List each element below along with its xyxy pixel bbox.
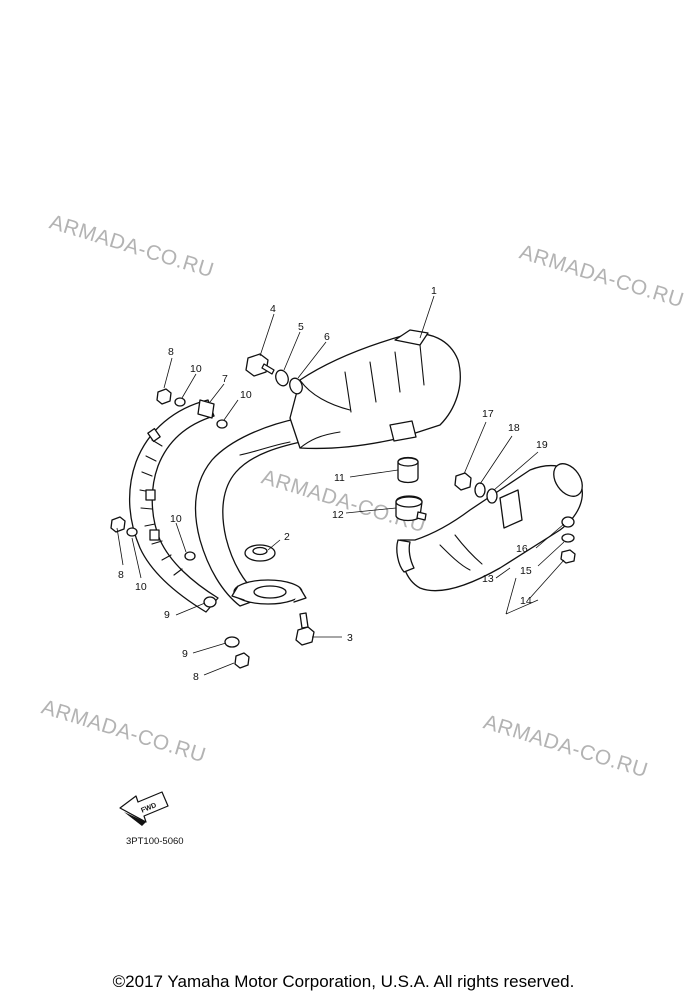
callout-12: 12 <box>332 509 344 521</box>
callout-8-top: 8 <box>168 346 174 358</box>
bolt-8-bottom <box>234 652 250 669</box>
bolt-8-top <box>156 388 172 405</box>
callout-10-low: 10 <box>170 513 182 525</box>
callout-10-mid: 10 <box>240 389 252 401</box>
washer-18 <box>474 482 486 498</box>
callout-19: 19 <box>536 439 548 451</box>
exhaust-pipe <box>194 417 311 607</box>
callout-5: 5 <box>298 321 304 333</box>
washer-5 <box>275 369 289 387</box>
part-code: 3PT100-5060 <box>126 836 184 847</box>
fwd-arrow-icon: FWD <box>119 791 169 826</box>
callout-2: 2 <box>284 531 290 543</box>
leader-lines <box>116 295 565 676</box>
callout-14: 14 <box>520 595 532 607</box>
callout-10-left: 10 <box>135 581 147 593</box>
washer-10-low <box>184 551 196 561</box>
callout-6: 6 <box>324 331 330 343</box>
heat-protector <box>128 399 219 613</box>
callout-8-bottom: 8 <box>193 671 199 683</box>
washer-9 <box>224 636 240 648</box>
gasket-2 <box>244 544 276 562</box>
callout-9-bottom: 9 <box>182 648 188 660</box>
washer-15 <box>561 533 575 543</box>
washer-19 <box>486 488 498 504</box>
collar-9 <box>203 596 217 608</box>
callout-1: 1 <box>431 285 437 297</box>
callout-10-top: 10 <box>190 363 202 375</box>
bolt-17 <box>454 472 472 491</box>
washer-10-left <box>126 527 138 537</box>
callout-15: 15 <box>520 565 532 577</box>
callout-13: 13 <box>482 573 494 585</box>
bolt-8-left <box>110 516 126 533</box>
callout-9-mid: 9 <box>164 609 170 621</box>
clamp-12 <box>395 495 427 522</box>
bolt-3 <box>295 612 315 646</box>
callout-18: 18 <box>508 422 520 434</box>
callout-17: 17 <box>482 408 494 420</box>
copyright: ©2017 Yamaha Motor Corporation, U.S.A. A… <box>112 972 575 991</box>
callout-7: 7 <box>222 373 228 385</box>
callout-16: 16 <box>516 543 528 555</box>
silencer <box>396 463 583 592</box>
bolt-14 <box>560 549 576 564</box>
nut-16 <box>561 516 575 528</box>
bolt-4 <box>245 353 275 377</box>
washer-10-mid <box>216 419 228 429</box>
washer-10-top <box>174 397 186 407</box>
callout-8-left: 8 <box>118 569 124 581</box>
callout-11: 11 <box>334 472 345 484</box>
callout-4: 4 <box>270 303 276 315</box>
grommet-11 <box>397 456 419 484</box>
washer-6 <box>289 377 303 395</box>
callout-3: 3 <box>347 632 353 644</box>
muffler <box>289 329 461 450</box>
